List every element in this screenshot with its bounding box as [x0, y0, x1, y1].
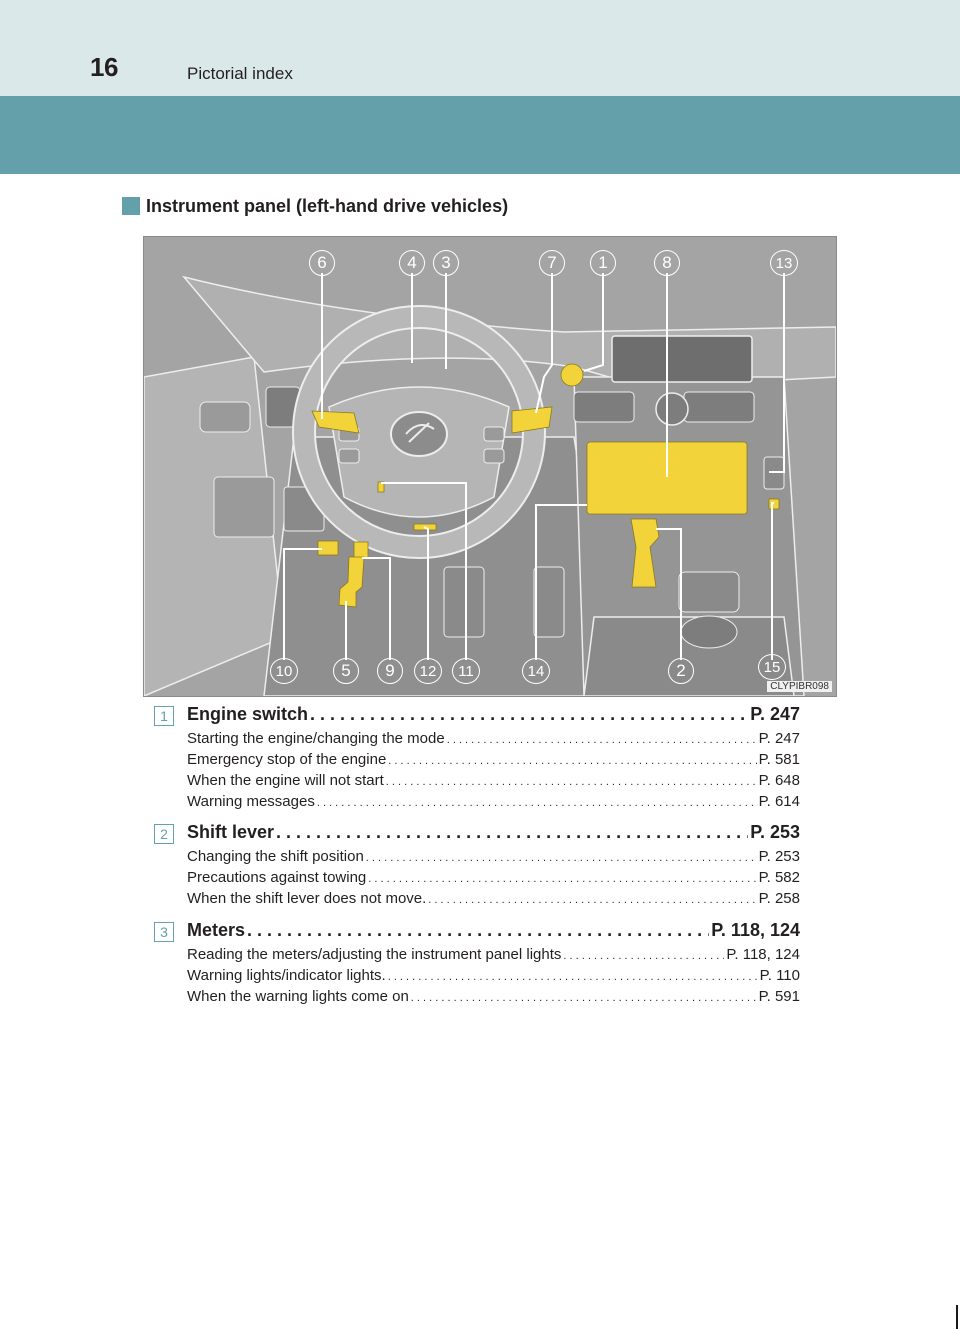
- dot-leader: [388, 967, 758, 984]
- entry-page-link[interactable]: P. 118, 124: [711, 920, 800, 941]
- callout-12: 12: [414, 658, 442, 684]
- dot-leader: [247, 920, 709, 941]
- callout-9: 9: [377, 658, 403, 684]
- dot-leader: [388, 751, 756, 768]
- entry-item: When the shift lever does not move. P. 2…: [187, 890, 800, 911]
- callout-7: 7: [539, 250, 565, 276]
- entry-number: 3: [154, 922, 174, 942]
- page-header: 16 Pictorial index: [0, 0, 960, 96]
- entry-item: Warning lights/indicator lights. P. 110: [187, 967, 800, 988]
- item-page-link[interactable]: P. 110: [760, 967, 800, 984]
- entry-item: Starting the engine/changing the mode P.…: [187, 730, 800, 751]
- entry-item: When the warning lights come on P. 591: [187, 988, 800, 1009]
- item-label: Precautions against towing: [187, 869, 366, 886]
- item-label: When the shift lever does not move.: [187, 890, 426, 907]
- figure-code: CLYPIBR098: [767, 681, 832, 692]
- instrument-panel-figure: 6 4 3 7 1 8 13 10 5 9 12 11 14 2 15 CLYP…: [143, 236, 837, 697]
- entry-item: Warning messages P. 614: [187, 793, 800, 814]
- dot-leader: [366, 848, 757, 865]
- entry-item: Precautions against towing P. 582: [187, 869, 800, 890]
- callout-10: 10: [270, 658, 298, 684]
- dashboard-illustration: [144, 237, 836, 696]
- callout-3: 3: [433, 250, 459, 276]
- dot-leader: [447, 730, 757, 747]
- item-page-link[interactable]: P. 582: [759, 869, 800, 886]
- item-page-link[interactable]: P. 247: [759, 730, 800, 747]
- dot-leader: [276, 822, 748, 843]
- callout-11: 11: [452, 658, 480, 684]
- section-title: Instrument panel (left-hand drive vehicl…: [146, 196, 508, 217]
- entry-number: 2: [154, 824, 174, 844]
- entry-page-link[interactable]: P. 253: [750, 822, 800, 843]
- entry-title-row: Meters P. 118, 124: [187, 920, 800, 946]
- dot-leader: [563, 946, 724, 963]
- item-page-link[interactable]: P. 614: [759, 793, 800, 810]
- item-label: When the engine will not start: [187, 772, 384, 789]
- section-heading: Instrument panel (left-hand drive vehicl…: [122, 194, 508, 218]
- callout-6: 6: [309, 250, 335, 276]
- item-page-link[interactable]: P. 591: [759, 988, 800, 1005]
- item-label: Starting the engine/changing the mode: [187, 730, 445, 747]
- item-label: Warning lights/indicator lights.: [187, 967, 386, 984]
- dot-leader: [386, 772, 757, 789]
- entry-item: Emergency stop of the engine P. 581: [187, 751, 800, 772]
- item-label: Reading the meters/adjusting the instrum…: [187, 946, 561, 963]
- page-number: 16: [90, 52, 118, 83]
- entry-title: Engine switch: [187, 704, 308, 725]
- item-page-link[interactable]: P. 648: [759, 772, 800, 789]
- section-square-icon: [122, 197, 140, 215]
- header-band: [0, 96, 960, 174]
- item-label: Warning messages: [187, 793, 315, 810]
- callout-13: 13: [770, 250, 798, 276]
- dot-leader: [310, 704, 748, 725]
- item-page-link[interactable]: P. 118, 124: [726, 946, 800, 963]
- entry-item: Reading the meters/adjusting the instrum…: [187, 946, 800, 967]
- item-page-link[interactable]: P. 581: [759, 751, 800, 768]
- page-title: Pictorial index: [187, 64, 293, 84]
- callout-2: 2: [668, 658, 694, 684]
- entry-item: Changing the shift position P. 253: [187, 848, 800, 869]
- callout-5: 5: [333, 658, 359, 684]
- callout-15: 15: [758, 654, 786, 680]
- item-page-link[interactable]: P. 258: [759, 890, 800, 907]
- entry-number: 1: [154, 706, 174, 726]
- entry-page-link[interactable]: P. 247: [750, 704, 800, 725]
- entry-title-row: Shift lever P. 253: [187, 822, 800, 848]
- entry-title: Meters: [187, 920, 245, 941]
- index-entry: 3 Meters P. 118, 124 Reading the meters/…: [154, 920, 800, 1009]
- entry-item: When the engine will not start P. 648: [187, 772, 800, 793]
- index-entry: 1 Engine switch P. 247 Starting the engi…: [154, 704, 800, 814]
- dot-leader: [368, 869, 756, 886]
- dot-leader: [411, 988, 757, 1005]
- item-label: Emergency stop of the engine: [187, 751, 386, 768]
- callout-14: 14: [522, 658, 550, 684]
- item-page-link[interactable]: P. 253: [759, 848, 800, 865]
- item-label: When the warning lights come on: [187, 988, 409, 1005]
- index-entry: 2 Shift lever P. 253 Changing the shift …: [154, 822, 800, 911]
- callout-8: 8: [654, 250, 680, 276]
- callout-1: 1: [590, 250, 616, 276]
- crop-mark: [956, 1305, 958, 1329]
- item-label: Changing the shift position: [187, 848, 364, 865]
- entry-title-row: Engine switch P. 247: [187, 704, 800, 730]
- callout-4: 4: [399, 250, 425, 276]
- dot-leader: [428, 890, 756, 907]
- dot-leader: [317, 793, 757, 810]
- entry-title: Shift lever: [187, 822, 274, 843]
